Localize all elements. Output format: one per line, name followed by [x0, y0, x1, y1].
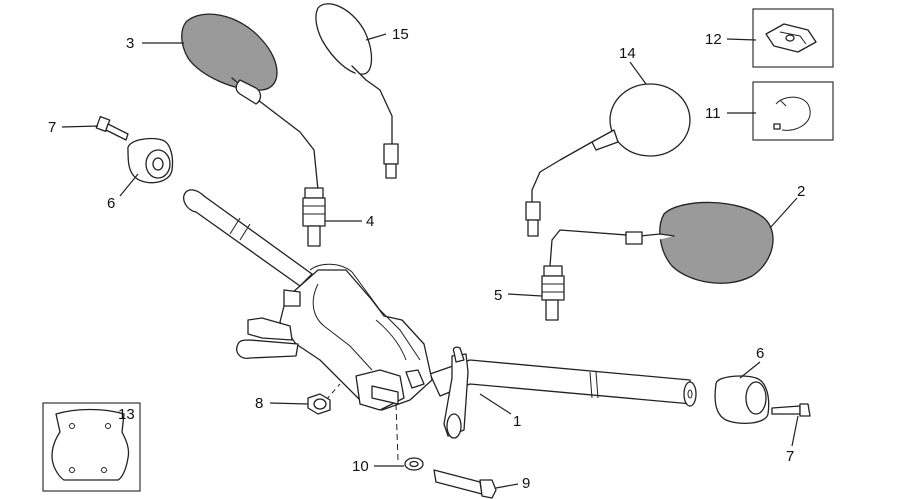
callout-8: 8	[255, 395, 263, 412]
callout-6-right: 6	[756, 345, 764, 362]
bar-end-6-left	[127, 137, 174, 184]
callout-1: 1	[513, 413, 521, 430]
callout-2: 2	[797, 183, 805, 200]
callout-15: 15	[392, 26, 409, 43]
nut-8	[307, 393, 331, 415]
bolt-7-right	[771, 403, 811, 417]
callout-10: 10	[352, 458, 369, 475]
callout-7-left: 7	[48, 119, 56, 136]
inset-box-13	[42, 402, 141, 492]
callout-13: 13	[118, 406, 135, 423]
callout-6-left: 6	[107, 195, 115, 212]
callout-14: 14	[619, 45, 636, 62]
bar-end-6-right	[714, 375, 770, 425]
callout-5: 5	[494, 287, 502, 304]
inset-box-11	[752, 81, 834, 141]
bolt-9	[433, 469, 497, 499]
handlebar-1	[182, 189, 697, 461]
mirror-3	[181, 13, 326, 247]
leader-lines	[61, 33, 799, 489]
callout-3: 3	[126, 35, 134, 52]
callout-9: 9	[522, 475, 530, 492]
mirror-2	[541, 201, 774, 321]
mirror-15	[315, 3, 399, 179]
callout-12: 12	[705, 31, 722, 48]
washer-10	[404, 457, 424, 471]
callout-11: 11	[705, 105, 721, 122]
bolt-7-left	[95, 116, 129, 141]
mirror-14	[525, 83, 691, 237]
callout-7-right: 7	[786, 448, 794, 465]
callout-4: 4	[366, 213, 374, 230]
inset-box-12	[752, 8, 834, 68]
callout-labels: 1 2 3 4 5 6 6 7 7 8 9 10 11 12 13 14 15	[48, 26, 805, 492]
